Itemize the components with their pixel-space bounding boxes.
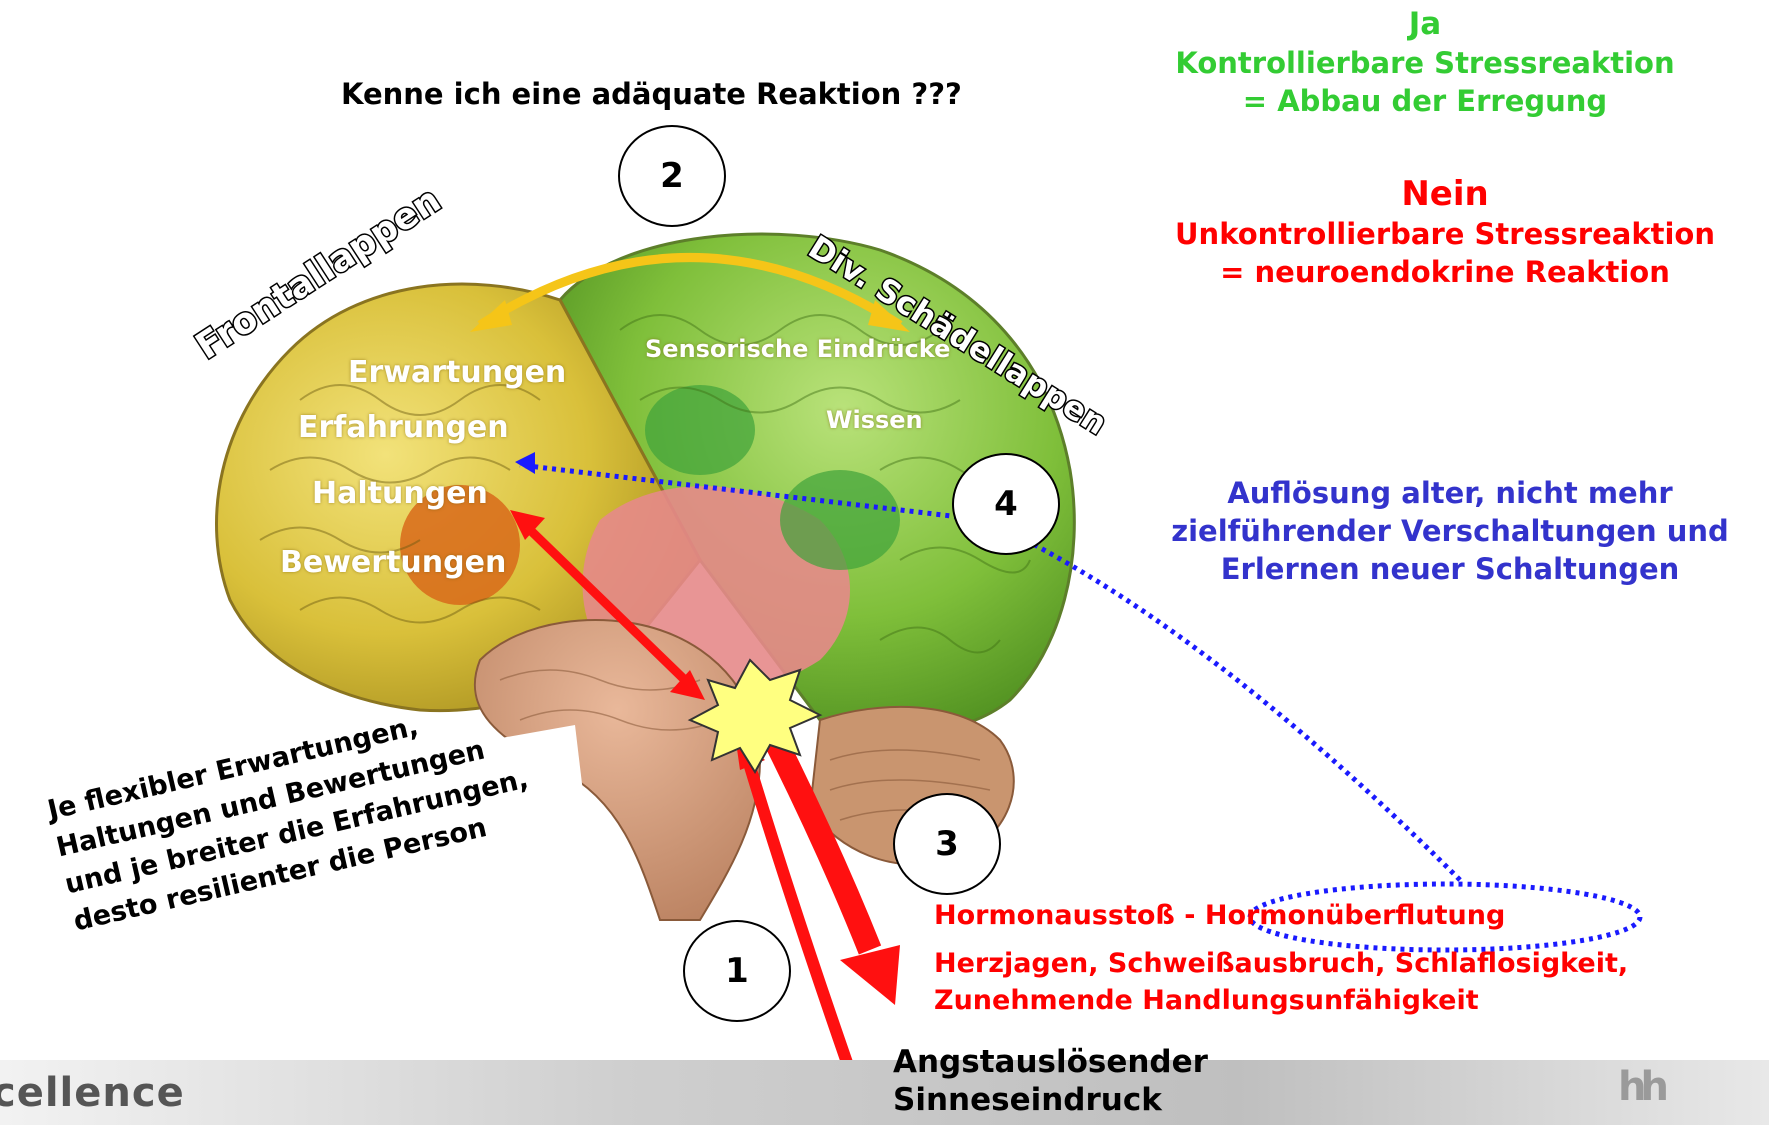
step-1-circle: 1 [683,920,791,1022]
label-haltungen: Haltungen [312,476,488,511]
label-sensorisch: Sensorische Eindrücke [645,335,950,363]
label-wissen: Wissen [826,406,923,434]
label-erwartungen: Erwartungen [348,355,566,390]
no-block: Nein Unkontrollierbare Stressreaktion = … [1100,173,1769,291]
trigger-line2: Sinneseindruck [893,1081,1208,1119]
resolution-line2: zielführender Verschaltungen und [1140,512,1760,550]
hormone-line2: Herzjagen, Schweißausbruch, Schlaflosigk… [934,948,1628,979]
step-2-circle: 2 [618,125,726,227]
hormone-line1: Hormonausstoß - Hormonüberflutung [934,900,1505,931]
footer-logo-left: cellence [0,1070,185,1116]
label-bewertungen: Bewertungen [280,545,506,580]
trigger-block: Angstauslösender Sinneseindruck [893,1043,1208,1119]
resolution-line1: Auflösung alter, nicht mehr [1140,474,1760,512]
yes-title: Ja [1100,4,1750,44]
question-text: Kenne ich eine adäquate Reaktion ??? [341,77,962,111]
yes-block: Ja Kontrollierbare Stressreaktion = Abba… [1100,4,1750,120]
step-4-circle: 4 [952,453,1060,555]
no-title: Nein [1100,173,1769,215]
label-erfahrungen: Erfahrungen [298,410,509,445]
hormone-line3: Zunehmende Handlungsunfähigkeit [934,985,1479,1016]
footer-band: cellence hh [0,1060,1769,1125]
resolution-line3: Erlernen neuer Schaltungen [1140,550,1760,588]
yes-line1: Kontrollierbare Stressreaktion [1100,44,1750,82]
resolution-block: Auflösung alter, nicht mehr zielführende… [1140,474,1760,588]
no-line2: = neuroendokrine Reaktion [1100,253,1769,291]
trigger-line1: Angstauslösender [893,1043,1208,1081]
yes-line2: = Abbau der Erregung [1100,82,1750,120]
step-3-circle: 3 [893,793,1001,895]
no-line1: Unkontrollierbare Stressreaktion [1100,215,1769,253]
hormone-line1a: Hormonausstoß - [934,900,1205,931]
hormone-line1b: Hormonüberflutung [1205,900,1505,931]
footer-logo-right: hh [1618,1064,1663,1110]
